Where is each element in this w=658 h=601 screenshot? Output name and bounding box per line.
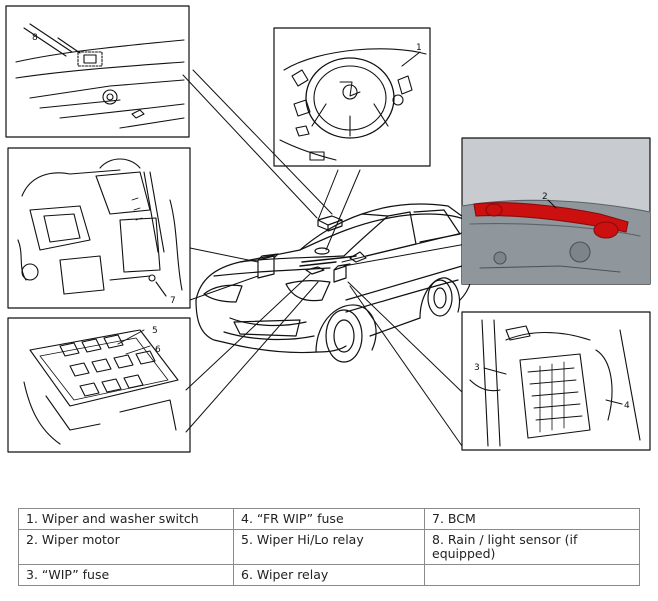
callout-8: 8	[32, 33, 38, 43]
callout-4: 4	[624, 401, 630, 411]
legend-row: 2. Wiper motor 5. Wiper Hi/Lo relay 8. R…	[18, 529, 640, 565]
legend-item-5: 5. Wiper Hi/Lo relay	[233, 529, 425, 565]
legend-item-6: 6. Wiper relay	[233, 564, 425, 586]
callout-1: 1	[416, 43, 422, 53]
component-legend-table: 1. Wiper and washer switch 4. “FR WIP” f…	[18, 508, 640, 586]
panel-fuse-box	[461, 311, 651, 451]
callout-5: 5	[152, 326, 158, 336]
legend-row: 3. “WIP” fuse 6. Wiper relay	[18, 564, 640, 586]
wiper-system-location-diagram: 8 1	[5, 5, 651, 453]
callout-2: 2	[542, 192, 548, 202]
legend-item-7: 7. BCM	[424, 508, 640, 530]
car-outline	[195, 203, 474, 363]
legend-item-8: 8. Rain / light sensor (if equipped)	[424, 529, 640, 565]
legend-item-4: 4. “FR WIP” fuse	[233, 508, 425, 530]
callout-6: 6	[155, 345, 161, 355]
legend-item-1: 1. Wiper and washer switch	[18, 508, 234, 530]
callout-3: 3	[474, 363, 480, 373]
leader-lines	[182, 69, 467, 447]
panel-wiper-washer-switch	[273, 27, 431, 167]
callout-7: 7	[170, 296, 176, 306]
panel-bcm	[7, 147, 191, 309]
legend-item-2: 2. Wiper motor	[18, 529, 234, 565]
panel-wiper-motor	[461, 137, 651, 285]
legend-row: 1. Wiper and washer switch 4. “FR WIP” f…	[18, 508, 640, 530]
legend-item-empty	[424, 564, 640, 586]
panel-rain-light-sensor	[5, 5, 190, 138]
legend-item-3: 3. “WIP” fuse	[18, 564, 234, 586]
panel-relay-box	[7, 317, 191, 453]
